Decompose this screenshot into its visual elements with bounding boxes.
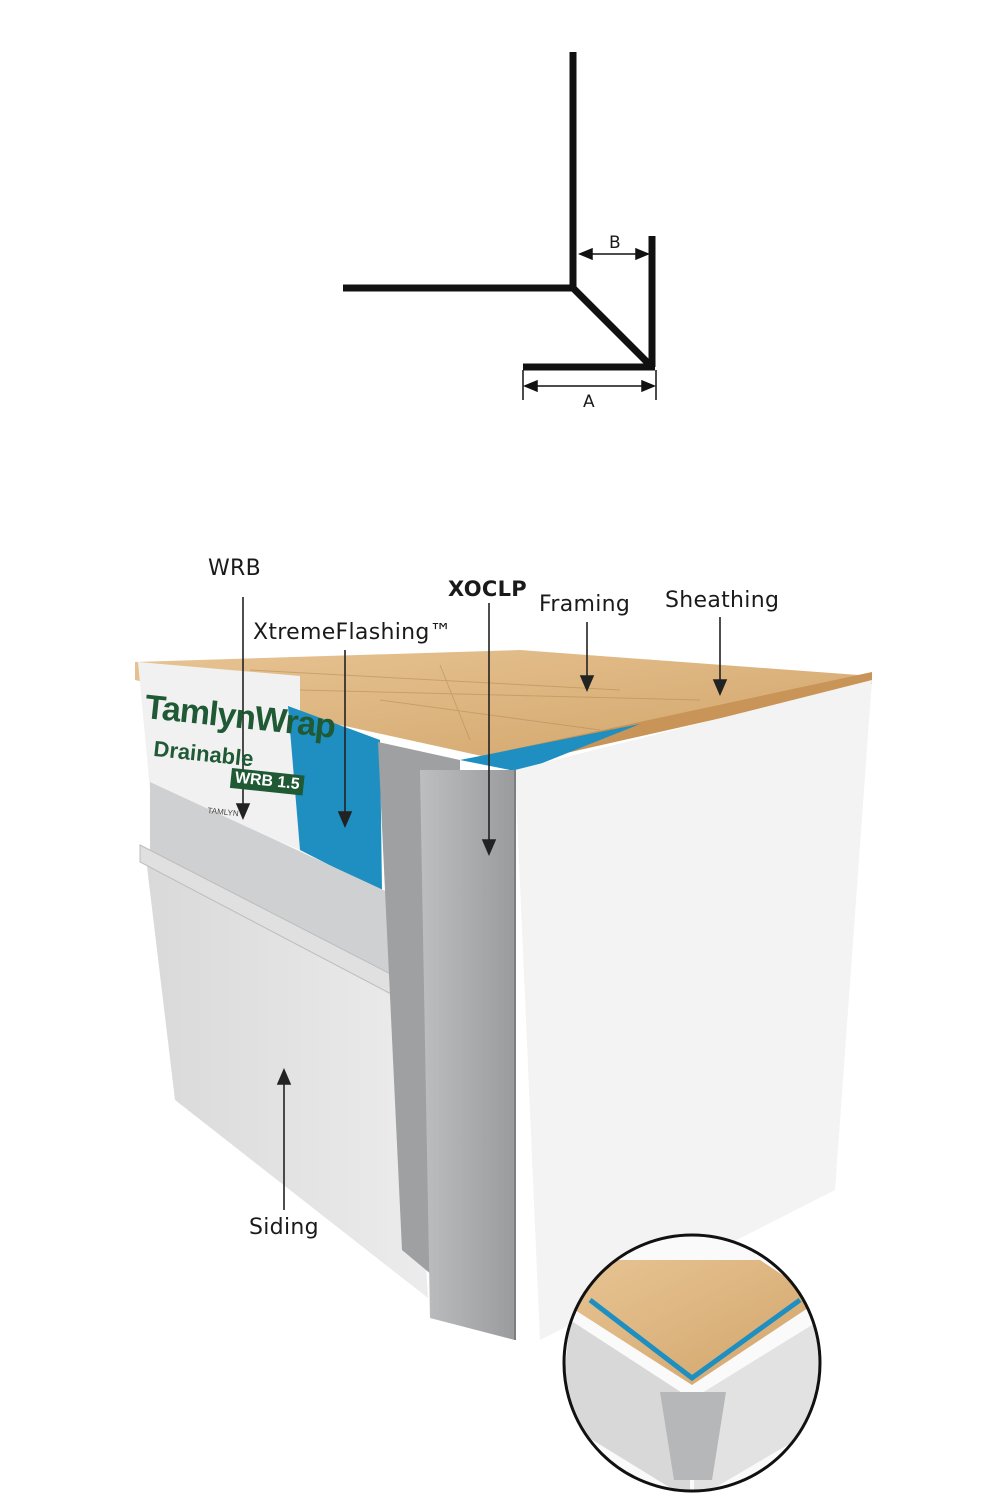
xoclp-trim-front (420, 770, 515, 1340)
dimension-lines (522, 247, 657, 400)
xtreme-flashing-sheet (288, 706, 382, 892)
sheathing-label: Sheathing (665, 588, 780, 613)
siding-right (515, 680, 872, 1340)
siding-label: Siding (249, 1215, 319, 1240)
wrb-label: WRB (208, 556, 262, 581)
wrb-sheet (138, 662, 300, 850)
profile-shape (343, 52, 656, 371)
xtreme-flashing-label: XtremeFlashing™ (253, 620, 452, 645)
framing-top (135, 650, 872, 760)
dimension-b-label: B (609, 233, 621, 253)
sheathing-edge (500, 672, 872, 768)
dimension-a-label: A (583, 392, 595, 412)
xoclp-label: XOCLP (448, 577, 527, 601)
framing-label: Framing (539, 592, 631, 617)
corner-detail-inset (564, 1235, 820, 1491)
